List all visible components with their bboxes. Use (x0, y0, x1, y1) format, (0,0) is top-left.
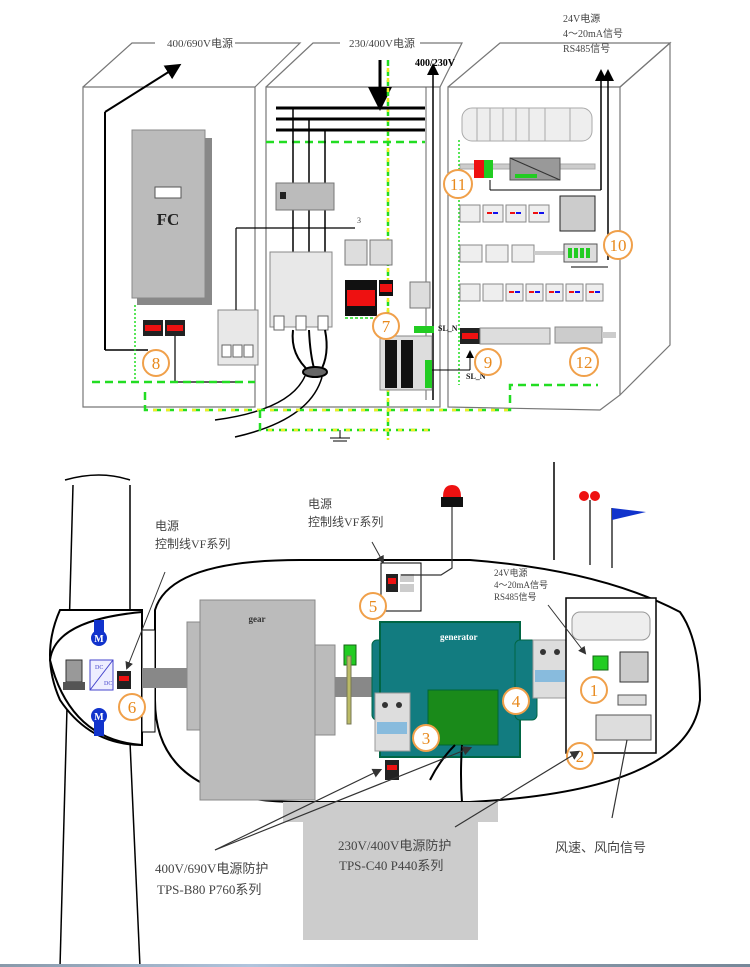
cable-duct (461, 107, 593, 142)
spd-module-6 (117, 671, 131, 689)
wind-vane (611, 508, 646, 568)
svg-text:1: 1 (590, 681, 599, 700)
svg-text:7: 7 (382, 317, 391, 336)
pitch-drive (63, 659, 85, 690)
gearbox: gear (186, 599, 336, 801)
gear-label: gear (249, 614, 266, 624)
svg-text:10: 10 (610, 236, 627, 255)
fuse-holders (344, 239, 393, 266)
ground-symbol (330, 430, 350, 442)
fc-label: FC (157, 210, 180, 229)
svg-text:DC: DC (95, 665, 103, 671)
protection-right-line2: TPS-C40 P440系列 (339, 858, 443, 873)
spd-device-4 (532, 639, 569, 699)
nacelle-annotation-line1: 电源 (308, 497, 332, 511)
anemometer (579, 491, 600, 565)
motor-label-bottom: M (94, 712, 104, 723)
callout-12: 12 (569, 347, 599, 377)
label-400-690v: 400/690V电源 (167, 36, 233, 50)
dc-dc-converter: DC DC (89, 659, 114, 691)
nacelle-annotation-line2: 控制线VF系列 (308, 515, 383, 529)
cabinet-annotation-line3: RS485信号 (494, 591, 537, 602)
label-230-400v: 230/400V电源 (349, 36, 415, 50)
terminal-row-4 (460, 326, 616, 345)
label-400-230v: 400/230V (415, 58, 456, 69)
protection-left-line2: TPS-B80 P760系列 (157, 882, 261, 897)
pitch-motor-top: M (91, 620, 107, 646)
cable-bundle (214, 329, 328, 438)
ups-module (379, 326, 434, 391)
wind-signal-label: 风速、风向信号 (555, 840, 646, 855)
label-rs485-top: RS485信号 (563, 43, 610, 55)
protection-right-line1: 230V/400V电源防护 (338, 838, 451, 853)
cabinet-annotation-line1: 24V电源 (494, 567, 528, 578)
terminal-row-1 (459, 195, 596, 232)
svg-text:DC: DC (104, 681, 112, 687)
callout-5: 5 (359, 592, 387, 620)
svg-text:6: 6 (128, 698, 137, 717)
busbars (276, 106, 425, 132)
callout-3: 3 (412, 724, 440, 752)
power-supply (509, 157, 561, 181)
label-4-20ma-top: 4～20mA信号 (563, 28, 623, 40)
svg-text:5: 5 (369, 597, 378, 616)
fuse-count: 3 (357, 216, 361, 225)
svg-text:8: 8 (152, 354, 161, 373)
callout-8: 8 (142, 349, 170, 377)
svg-text:4: 4 (512, 692, 521, 711)
svg-text:2: 2 (576, 747, 585, 766)
spd-module-8 (143, 320, 185, 336)
rotor-blade (59, 474, 141, 967)
protection-left-line1: 400V/690V电源防护 (155, 861, 268, 876)
spd-module-7 (345, 280, 393, 316)
sl-n-label-2: SL_N (466, 372, 486, 381)
frequency-converter (131, 129, 206, 299)
pitch-motor-bottom: M (91, 708, 107, 736)
warning-light (401, 485, 463, 576)
callout-11: 11 (443, 169, 473, 199)
earth-rail (92, 380, 598, 432)
main-switch (275, 182, 335, 211)
generator-label: generator (440, 632, 477, 642)
terminal-row-2 (459, 243, 598, 263)
sl-n-label-1: SL_N (438, 324, 458, 333)
window-bottom-edge (0, 964, 750, 967)
svg-text:12: 12 (576, 353, 593, 372)
spd-box-5 (380, 562, 422, 612)
callout-9: 9 (474, 348, 502, 376)
label-24v-top: 24V电源 (563, 12, 600, 25)
callout-10: 10 (603, 230, 633, 260)
callout-1: 1 (580, 676, 608, 704)
cabinet-annotation-line2: 4～20mA信号 (494, 579, 548, 590)
hub-annotation-line1: 电源 (155, 519, 179, 533)
breaker-left (217, 309, 259, 366)
terminal-row-3 (459, 283, 604, 302)
nacelle-control-cabinet (565, 597, 657, 754)
callout-7: 7 (372, 312, 400, 340)
spd-device-3 (374, 692, 411, 780)
brake (343, 644, 357, 725)
main-breaker (269, 251, 333, 331)
hub-annotation-line2: 控制线VF系列 (155, 537, 230, 551)
callout-6: 6 (118, 693, 146, 721)
svg-text:11: 11 (450, 175, 466, 194)
svg-text:3: 3 (422, 729, 431, 748)
callout-4: 4 (502, 687, 530, 715)
tower-base (283, 802, 498, 940)
svg-text:9: 9 (484, 353, 493, 372)
main-shaft (142, 668, 194, 688)
motor-label-top: M (94, 634, 104, 645)
